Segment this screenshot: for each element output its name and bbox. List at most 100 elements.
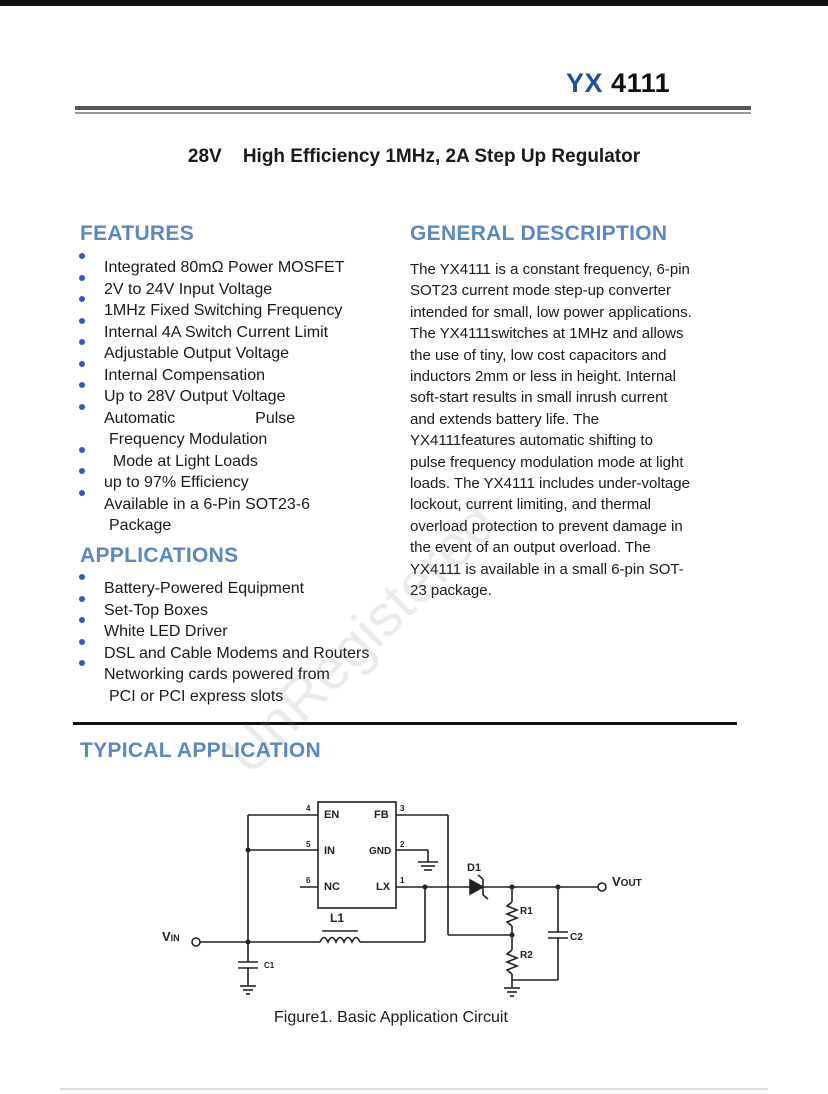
description-line: YX4111 is available in a small 6-pin SOT… bbox=[410, 560, 684, 578]
description-line: SOT23 current mode step-up converter bbox=[410, 282, 671, 300]
pin-num-3: 3 bbox=[400, 804, 405, 813]
header-rule-thin bbox=[75, 112, 751, 114]
feature-item-text: Mode at Light Loads bbox=[104, 452, 258, 470]
application-item-text: Networking cards powered from bbox=[104, 666, 330, 683]
d1-label: D1 bbox=[467, 862, 481, 874]
feature-item-text: Internal Compensation bbox=[104, 366, 265, 384]
feature-item: Up to 28V Output Voltage bbox=[78, 382, 345, 408]
part-number-value: 4111 bbox=[611, 68, 671, 98]
feature-item-text: Up to 28V Output Voltage bbox=[104, 388, 286, 405]
part-prefix: YX bbox=[566, 68, 604, 98]
features-heading: FEATURES bbox=[80, 222, 195, 245]
bullet-icon bbox=[79, 339, 85, 345]
part-number: YX 4111 bbox=[566, 68, 670, 99]
feature-item: Adjustable Output Voltage bbox=[78, 339, 345, 365]
bottom-rule bbox=[60, 1088, 768, 1090]
description-heading: GENERAL DESCRIPTION bbox=[410, 222, 668, 245]
bullet-icon bbox=[79, 274, 85, 281]
c1-label: C1 bbox=[264, 961, 275, 970]
bullet-icon bbox=[79, 403, 85, 410]
application-item-text: White LED Driver bbox=[104, 623, 228, 640]
description-line: lockout, current limiting, and thermal bbox=[410, 496, 651, 514]
bullet-icon bbox=[79, 638, 85, 645]
pin-num-6: 6 bbox=[306, 876, 311, 885]
bullet-icon bbox=[79, 595, 85, 602]
pin-name-fb: FB bbox=[374, 809, 389, 821]
feature-item-text-continued: Frequency Modulation bbox=[109, 431, 268, 448]
application-item-text: Battery-Powered Equipment bbox=[104, 580, 305, 597]
header-rule bbox=[75, 106, 751, 110]
feature-item-text: 1MHz Fixed Switching Frequency bbox=[104, 302, 343, 319]
description-line: 23 package. bbox=[410, 582, 492, 600]
pin-name-in: IN bbox=[324, 845, 335, 857]
feature-item: 1MHz Fixed Switching Frequency bbox=[78, 296, 345, 322]
pin-num-1: 1 bbox=[400, 876, 405, 885]
application-item: Set-Top Boxes bbox=[78, 595, 369, 622]
bullet-icon bbox=[79, 317, 85, 324]
figure-caption: Figure1. Basic Application Circuit bbox=[274, 1009, 508, 1026]
feature-item-text: 2V to 24V Input Voltage bbox=[104, 280, 273, 298]
feature-item: up to 97% Efficiency bbox=[78, 468, 345, 494]
bullet-icon bbox=[79, 382, 85, 388]
bullet-icon bbox=[79, 296, 85, 302]
application-item-text: DSL and Cable Modems and Routers bbox=[104, 644, 370, 662]
general-description: The YX4111 is a constant frequency, 6-pi… bbox=[410, 259, 722, 602]
r1-label: R1 bbox=[520, 906, 533, 917]
description-line: soft-start results in small inrush curre… bbox=[410, 389, 668, 407]
applications-heading: APPLICATIONS bbox=[80, 544, 239, 567]
description-line: pulse frequency modulation mode at light bbox=[410, 453, 684, 471]
description-line: loads. The YX4111 includes under-voltage bbox=[410, 475, 690, 493]
description-line: the use of tiny, low cost capacitors and bbox=[410, 346, 667, 364]
r2-label: R2 bbox=[520, 950, 533, 961]
feature-item-text: Integrated 80mΩ Power MOSFET bbox=[104, 259, 345, 276]
pin-name-nc: NC bbox=[324, 881, 340, 893]
feature-item: Internal Compensation bbox=[78, 360, 345, 387]
feature-item: Internal 4A Switch Current Limit bbox=[78, 317, 345, 344]
application-item: White LED Driver bbox=[78, 617, 369, 643]
description-line: The YX4111 is a constant frequency, 6-pi… bbox=[410, 261, 690, 278]
bullet-icon bbox=[79, 574, 85, 580]
description-line: intended for small, low power applicatio… bbox=[410, 303, 692, 321]
feature-item-text: up to 97% Efficiency bbox=[104, 474, 249, 491]
pin-num-4: 4 bbox=[306, 804, 311, 813]
application-item-text: Set-Top Boxes bbox=[104, 601, 209, 619]
features-list: Integrated 80mΩ Power MOSFET 2V to 24V In… bbox=[78, 253, 345, 537]
feature-item-text: Automatic Pulse bbox=[104, 409, 296, 427]
vout-label: VOUT bbox=[612, 874, 642, 889]
application-item: Battery-Powered Equipment bbox=[78, 574, 369, 600]
document-title: 28V High Efficiency 1MHz, 2A Step Up Reg… bbox=[187, 146, 641, 167]
bullet-icon bbox=[79, 468, 85, 474]
description-line: YX4111features automatic shifting to bbox=[410, 432, 653, 450]
c2-label: C2 bbox=[570, 932, 583, 943]
application-item-text-continued: PCI or PCI express slots bbox=[109, 687, 284, 705]
section-separator bbox=[73, 722, 737, 725]
feature-item-text: Available in a 6-Pin SOT23-6 bbox=[104, 495, 311, 513]
feature-item-text: Adjustable Output Voltage bbox=[104, 345, 290, 362]
pin-name-gnd: GND bbox=[369, 846, 391, 857]
feature-item-text: Internal 4A Switch Current Limit bbox=[104, 323, 329, 341]
description-line: the event of an output overload. The bbox=[410, 539, 651, 557]
bullet-icon bbox=[79, 660, 85, 666]
description-line: and extends battery life. The bbox=[410, 410, 600, 428]
bullet-icon bbox=[79, 446, 85, 453]
description-line: inductors 2mm or less in height. Interna… bbox=[410, 368, 676, 386]
l1-label: L1 bbox=[330, 911, 344, 925]
application-item: DSL and Cable Modems and Routers bbox=[78, 638, 370, 665]
vin-label: VIN bbox=[162, 929, 180, 944]
application-circuit-schematic: EN IN NC FB GND LX 4 5 6 3 2 1 VIN VOUT … bbox=[162, 801, 642, 997]
ic-body bbox=[317, 801, 397, 909]
feature-item: Mode at Light Loads bbox=[78, 446, 345, 473]
bullet-icon bbox=[79, 253, 85, 259]
bullet-icon bbox=[79, 489, 85, 496]
description-line: The YX4111switches at 1MHz and allows bbox=[410, 325, 684, 343]
feature-item: Integrated 80mΩ Power MOSFET bbox=[78, 253, 345, 279]
description-line: overload protection to prevent damage in bbox=[410, 517, 683, 535]
feature-item: 2V to 24V Input Voltage bbox=[78, 274, 345, 301]
pin-num-5: 5 bbox=[306, 840, 311, 849]
pin-num-2: 2 bbox=[400, 840, 405, 849]
feature-item-text-continued: Package bbox=[109, 517, 172, 534]
